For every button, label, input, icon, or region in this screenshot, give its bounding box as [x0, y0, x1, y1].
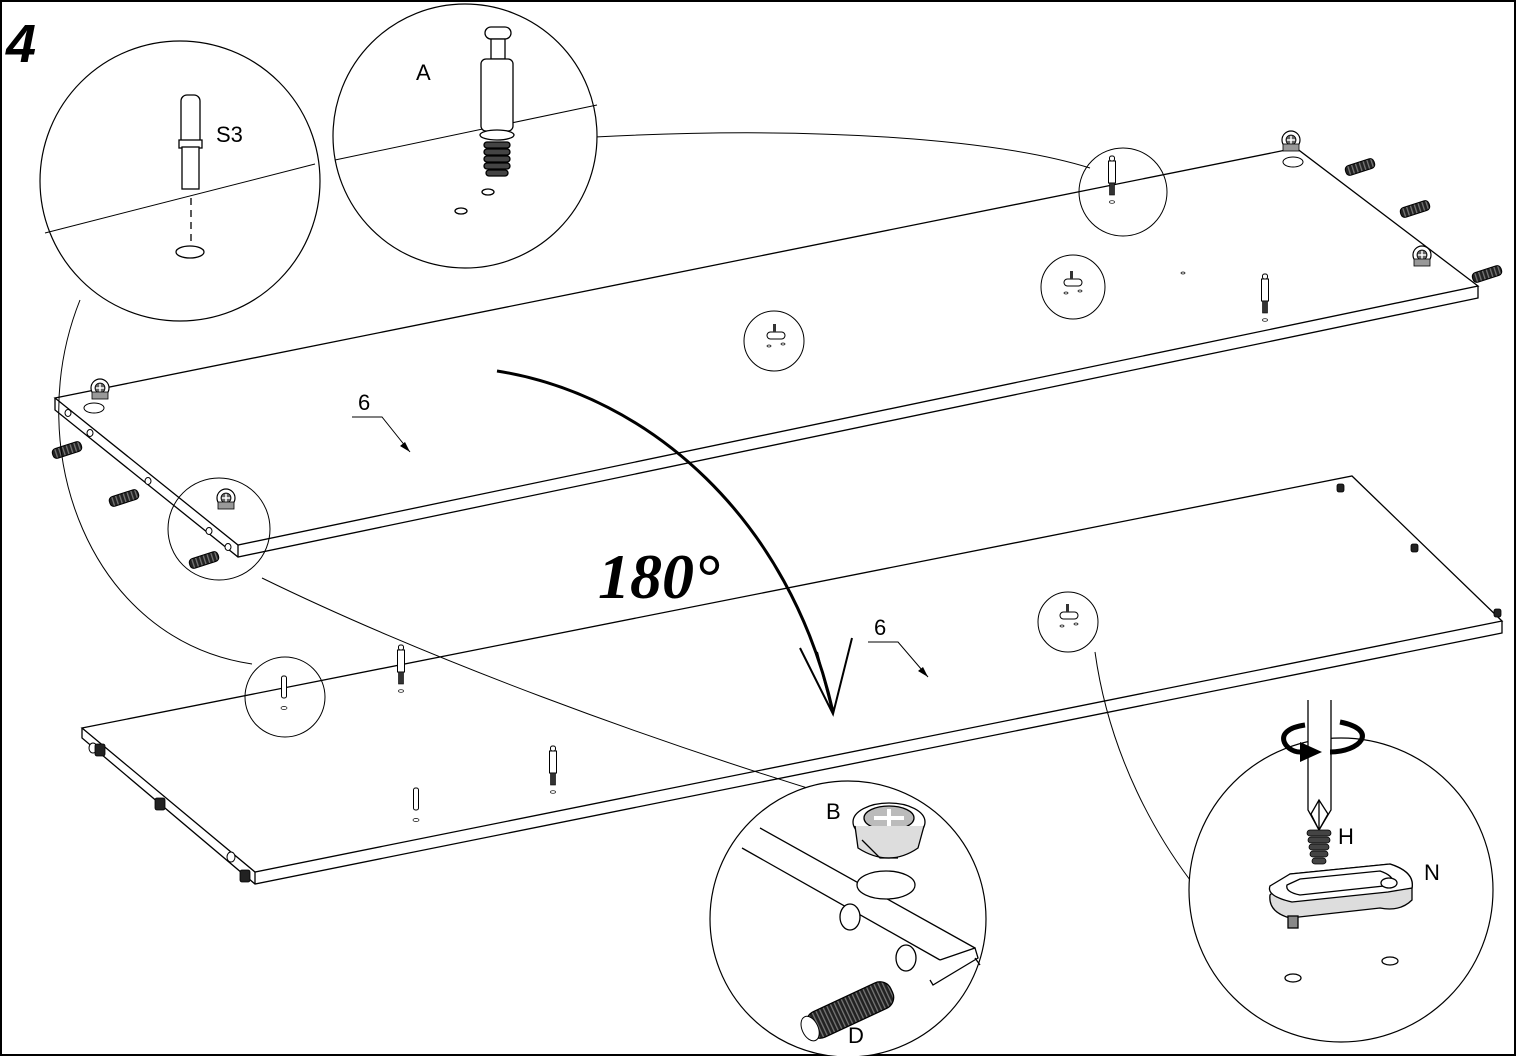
callout-circle [167, 477, 271, 581]
part-label-d: D [848, 1023, 864, 1048]
top-panel [53, 147, 1480, 558]
part-label-s3: S3 [216, 122, 243, 147]
callout-circle [1078, 147, 1168, 237]
panel-edge-line [334, 104, 598, 161]
rotation-icon-head [1300, 742, 1322, 762]
screwdriver [1307, 700, 1332, 832]
panel-label: 6 [358, 390, 370, 415]
arrow-head [400, 442, 410, 452]
detail-leader-lines [58, 132, 1191, 881]
part-label-b: B [826, 799, 841, 824]
part-label-a: A [416, 60, 431, 85]
cam-lock-b [852, 802, 926, 859]
callout-circle [1040, 254, 1106, 320]
leader-line [868, 641, 929, 678]
step-number: 4 [5, 14, 36, 74]
rotation-arrow [496, 369, 835, 713]
rotation-arrow-head [799, 637, 853, 717]
dowel-d [800, 981, 895, 1042]
rotation-icon [1281, 719, 1365, 755]
dowel [1343, 157, 1377, 177]
cam-lock [90, 378, 110, 400]
cam-lock [216, 488, 236, 510]
top-panel-edge-holes [64, 409, 232, 551]
dowel [107, 488, 141, 508]
detail-circle-s3 [39, 40, 321, 322]
callout-circle [743, 310, 805, 372]
pin-hole [1180, 271, 1186, 275]
part-label-h: H [1338, 824, 1354, 849]
dowel-end [94, 483, 1502, 883]
dowel [1470, 264, 1504, 284]
callout-circle [1037, 591, 1099, 653]
leader-line [352, 416, 411, 453]
cam-hole [83, 402, 105, 414]
shelf-pin-s3 [175, 94, 205, 259]
dowel [1398, 199, 1432, 219]
detail-circle-a [332, 3, 598, 269]
rotation-label: 180° [598, 541, 720, 612]
screw-h [1306, 829, 1332, 865]
bracket-n [1268, 863, 1413, 983]
dowel [50, 440, 84, 460]
bottom-panel [80, 475, 1504, 885]
dowel [187, 550, 221, 570]
callout-circle [244, 656, 326, 738]
cam-bolt-a [454, 26, 515, 215]
panel-corner [741, 827, 981, 986]
panel-edge-line [44, 163, 316, 234]
cam-hole [1282, 156, 1304, 168]
part-label-n: N [1424, 860, 1440, 885]
panel-label: 6 [874, 615, 886, 640]
cam-lock [1281, 130, 1301, 152]
cam-lock [1412, 245, 1432, 267]
arrow-head [918, 667, 928, 677]
